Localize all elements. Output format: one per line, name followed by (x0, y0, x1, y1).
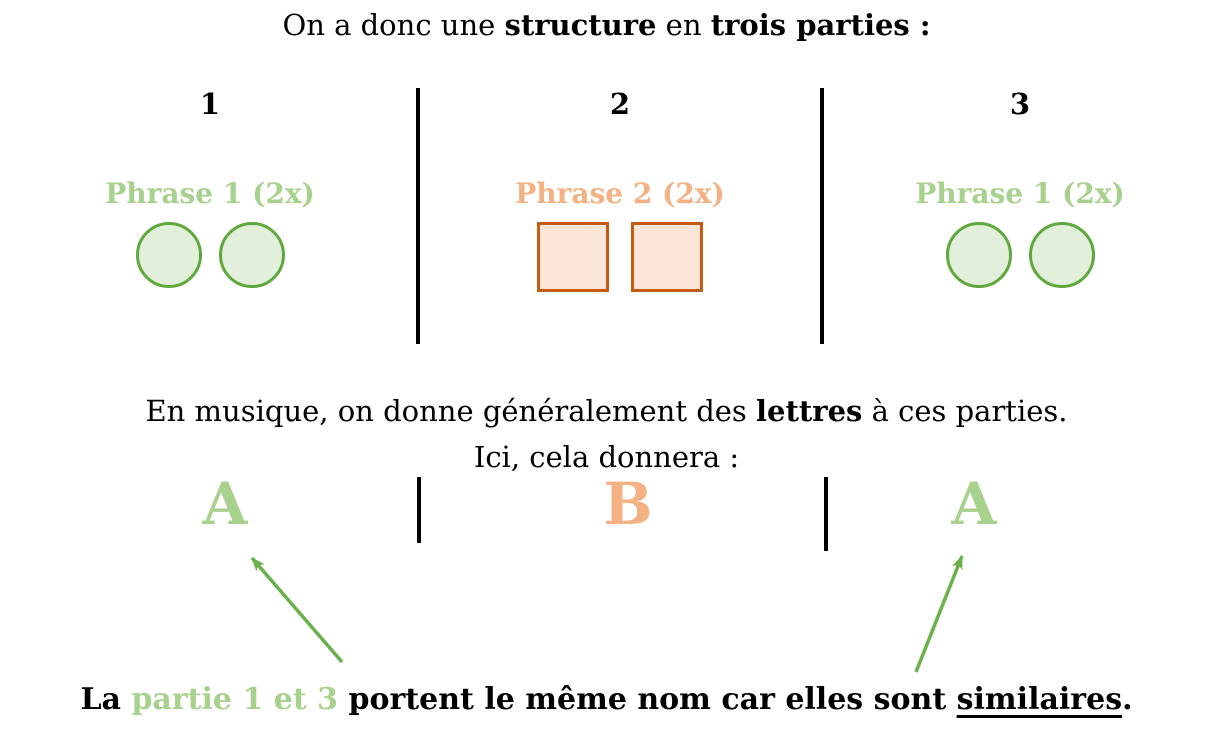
middle-line1-text-2: à ces parties. (862, 394, 1068, 428)
conclusion-period: . (1122, 682, 1133, 717)
conclusion-text: La partie 1 et 3 portent le même nom car… (0, 682, 1213, 717)
title-bold-trois-parties: trois parties : (710, 8, 931, 42)
phrase1-circle-shape (135, 222, 202, 288)
middle-line2: Ici, cela donnera : (473, 440, 740, 474)
middle-line1-text-1: En musique, on donne généralement des (145, 394, 757, 428)
part-2-shapes (537, 222, 703, 292)
middle-text: En musique, on donne généralement des le… (0, 388, 1213, 480)
letter-a-right: A (951, 470, 997, 538)
part-2-label: Phrase 2 (2x) (515, 177, 725, 210)
letter-b: B (603, 470, 653, 538)
conclusion-text-1: La (80, 682, 132, 717)
letter-divider-bar-2 (824, 477, 828, 551)
phrase2-square-shape (631, 222, 703, 292)
letter-a-left: A (202, 470, 248, 538)
letter-divider-bar-1 (417, 477, 421, 543)
phrase1-circle-shape (1028, 222, 1095, 288)
middle-line1-bold-lettres: lettres (756, 394, 863, 428)
part-3-column: 3 Phrase 1 (2x) (845, 86, 1195, 288)
phrase1-circle-shape (218, 222, 285, 288)
part-3-number: 3 (1009, 87, 1031, 121)
title-text-2: en (656, 8, 711, 42)
conclusion-text-2: portent le même nom car elles sont (338, 682, 957, 717)
phrase2-square-shape (537, 222, 609, 292)
part-1-label: Phrase 1 (2x) (105, 177, 315, 210)
conclusion-underlined-similaires: similaires (956, 682, 1123, 717)
part-3-label: Phrase 1 (2x) (915, 177, 1125, 210)
part-1-number: 1 (199, 87, 221, 121)
arrow-to-letter-a-left (250, 556, 344, 664)
arrow-to-letter-a-right (914, 555, 964, 673)
title-bold-structure: structure (504, 8, 657, 42)
divider-bar-1 (416, 88, 420, 344)
phrase1-circle-shape (945, 222, 1012, 288)
part-3-shapes (945, 222, 1095, 288)
page-title: On a donc une structure en trois parties… (0, 8, 1213, 42)
title-text-1: On a donc une (282, 8, 505, 42)
part-2-column: 2 Phrase 2 (2x) (445, 86, 795, 292)
conclusion-green-partie-1-et-3: partie 1 et 3 (131, 682, 339, 717)
part-2-number: 2 (609, 87, 631, 121)
divider-bar-2 (820, 88, 824, 344)
part-1-column: 1 Phrase 1 (2x) (35, 86, 385, 288)
part-1-shapes (135, 222, 285, 288)
